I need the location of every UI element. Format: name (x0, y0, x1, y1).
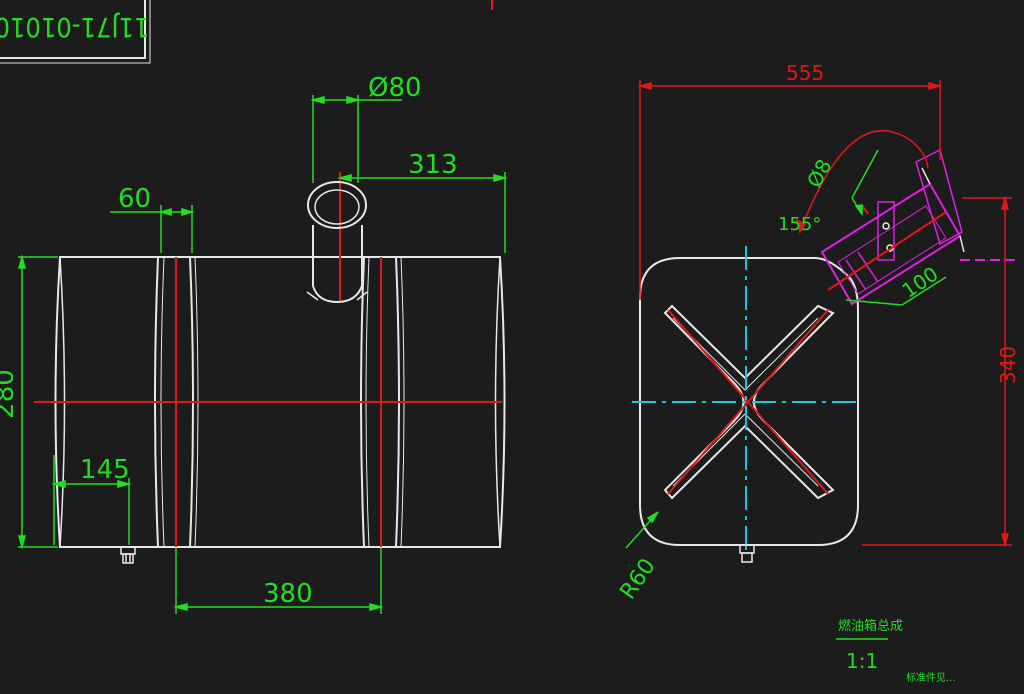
dim-side-height: 340 (996, 346, 1020, 384)
dim-band-spacing: 380 (263, 579, 313, 609)
filler-pipe (306, 181, 368, 304)
dim-pipe-diameter: Ø80 (368, 73, 422, 103)
side-dimensions (637, 80, 1012, 548)
front-dimensions (18, 95, 508, 614)
x-stiffener-centerlines (667, 309, 829, 495)
side-view: 555 340 155° Ø8 100 R60 (616, 61, 1020, 604)
dim-width: 555 (786, 61, 824, 85)
scale-value: 1:1 (846, 649, 878, 673)
part-number-label: 11J71-01010 (0, 11, 150, 42)
side-centerlines (632, 246, 862, 552)
drain-bolt (120, 546, 136, 564)
pipe-centerline (827, 204, 947, 291)
dim-height: 280 (0, 369, 20, 419)
part-number-box: 11J71-01010 (0, 0, 151, 64)
dim-pipe-angle: 155° (778, 214, 821, 235)
footer-note: 标准件见... (906, 672, 956, 684)
dim-band-offset: 60 (118, 184, 151, 214)
side-drain-bolt (739, 544, 755, 563)
pipe-dimensions (625, 149, 947, 549)
front-dimension-labels: Ø80 313 60 280 145 380 (0, 73, 458, 609)
drawing-notes: 燃油箱总成 1:1 标准件见... (836, 618, 956, 684)
dim-bracket-offset: 145 (80, 455, 130, 485)
dim-pipe-offset: 313 (408, 150, 458, 180)
front-centerlines (34, 172, 502, 547)
scale-title: 燃油箱总成 (838, 618, 903, 634)
front-view: Ø80 313 60 280 145 380 (0, 73, 508, 614)
